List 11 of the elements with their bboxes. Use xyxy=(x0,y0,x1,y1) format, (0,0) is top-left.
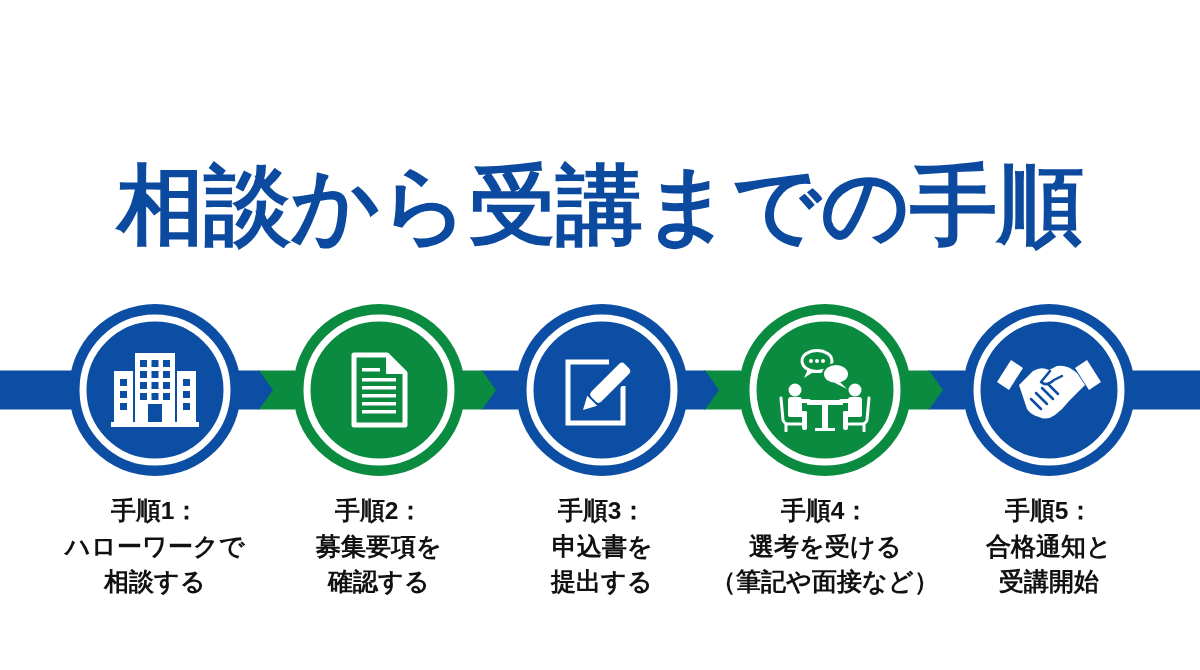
step-description: 合格通知と受講開始 xyxy=(986,531,1112,597)
title: 相談から受講までの手順 xyxy=(116,155,1084,255)
step-heading: 手順2： xyxy=(334,496,424,526)
step-heading: 手順3： xyxy=(557,496,647,526)
step-description: 募集要項を確認する xyxy=(316,531,442,597)
step-heading: 手順4： xyxy=(780,496,870,526)
step-heading: 手順1： xyxy=(110,496,200,526)
step-description: 選考を受ける（筆記や面接など） xyxy=(711,531,939,597)
step-heading: 手順5： xyxy=(1004,496,1094,526)
step-description: ハローワークで相談する xyxy=(65,531,245,597)
step-description: 申込書を提出する xyxy=(551,531,653,597)
